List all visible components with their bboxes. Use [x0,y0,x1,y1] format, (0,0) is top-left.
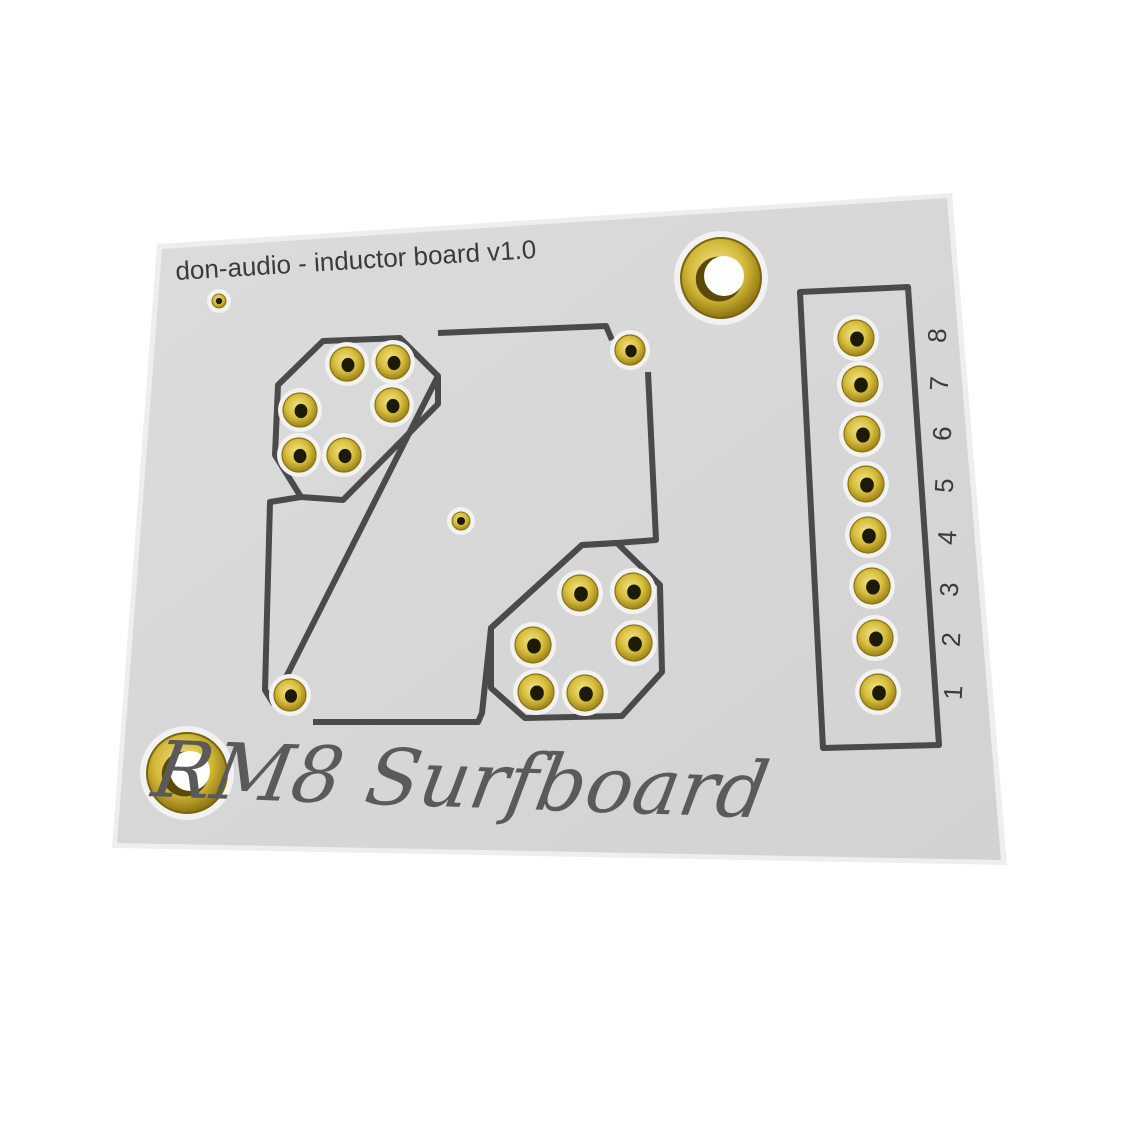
pin-label-5: 5 [929,478,960,494]
inductor-a-pad-4-hole [386,398,400,414]
ground-pad-bottom-hole [284,689,298,703]
inductor-b-pad-2-hole [627,584,641,600]
inductor-a-pad-2 [371,340,415,384]
inductor-a-pad-6-hole [338,448,352,464]
pin-label-3: 3 [934,582,965,598]
inductor-b-pad-4-hole [628,636,642,652]
ground-pad-bottom [269,674,311,716]
inductor-b-pad-6-hole [579,686,593,702]
mounting-hole-bottom-left [140,726,234,820]
connector-pin-7 [837,361,883,407]
connector-pin-8 [833,315,879,361]
inductor-b-pad-4 [611,620,657,666]
connector-pin-8-hole [850,331,864,347]
via-center [447,507,475,535]
pin-label-7: 7 [924,376,955,392]
board-script-title: RM8 Surfboard [144,725,775,837]
via-top-left-hole [215,297,223,305]
pin-label-2: 2 [936,632,967,648]
inductor-b-pad-5 [513,669,559,715]
inductor-pad-area-bottom [488,540,665,721]
connector-pin-labels: 1 2 3 4 5 6 7 8 [922,328,969,701]
pad-group [140,231,901,820]
connector-pin-1-hole [872,685,886,701]
pin-label-4: 4 [932,530,963,546]
connector-pin-7-hole [854,377,868,393]
connector-pin-2-hole [869,631,883,647]
connector-pin-5 [843,461,889,507]
inductor-a-pad-5-hole [293,448,307,464]
inductor-b-pad-3 [510,622,556,668]
inductor-a-pad-6 [322,433,366,477]
inductor-b-pad-5-hole [530,685,544,701]
copper-pour-outline [262,284,942,751]
connector-pin-2 [852,615,898,661]
pin-label-8: 8 [922,328,953,344]
inductor-pad-area-top [300,376,441,503]
inductor-b-pad-6 [562,670,608,716]
pin-label-6: 6 [927,426,958,442]
connector-outline [797,284,942,751]
via-center-hole [456,516,466,526]
connector-pin-3 [849,563,895,609]
connector-pin-5-hole [860,477,874,493]
inductor-a-pad-4 [370,383,414,427]
pin-label-1: 1 [938,685,969,701]
inductor-b-pad-1-hole [574,586,588,602]
ground-pad-top-hole [625,344,637,358]
inductor-b-pad-1 [557,570,603,616]
connector-pin-1 [855,669,901,715]
inductor-a-pad-2-hole [387,355,401,371]
connector-pin-4 [845,512,891,558]
connector-pin-4-hole [862,528,876,544]
via-top-left [207,289,231,313]
inductor-a-pad-3 [278,388,322,432]
connector-pin-6 [839,411,885,457]
inductor-a-pad-5 [277,433,321,477]
inductor-b-pad-2 [610,568,656,614]
mounting-hole-top-right [674,231,768,325]
connector-pin-3-hole [866,579,880,595]
mounting-hole-top-right-bore-light [704,256,744,296]
inductor-a-pad-1 [325,342,369,386]
mounting-hole-bottom-left-bore-light [170,751,210,791]
connector-pin-6-hole [856,427,870,443]
inductor-b-pad-3-hole [527,638,541,654]
inductor-a-pad-3-hole [294,403,308,419]
ground-pad-top [610,330,650,370]
inductor-a-pad-1-hole [341,357,355,373]
